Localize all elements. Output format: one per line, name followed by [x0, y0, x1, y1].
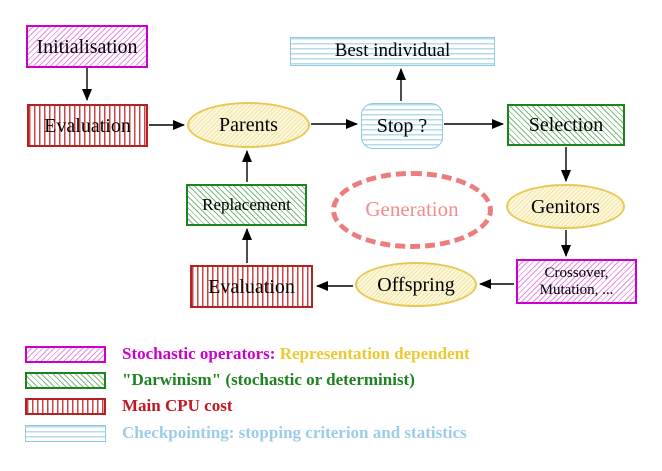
legend-text-stochastic: Stochastic operators: — [122, 344, 276, 363]
node-evaluation-top: Evaluation — [27, 104, 148, 147]
node-evaluation-bottom: Evaluation — [190, 265, 313, 308]
legend-text-representation: Representation dependent — [279, 344, 470, 363]
node-parents: Parents — [187, 102, 310, 148]
legend-swatch-darwinism — [25, 372, 106, 389]
generation-cycle-ellipse: Generation — [331, 171, 493, 249]
node-selection: Selection — [507, 104, 625, 146]
node-genitors: Genitors — [506, 184, 625, 229]
legend-swatch-cpu-cost — [25, 398, 106, 415]
node-stop-test: Stop ? — [361, 103, 443, 149]
legend-label-checkpointing: Checkpointing: stopping criterion and st… — [122, 423, 467, 442]
node-replacement: Replacement — [186, 184, 307, 226]
node-offspring: Offspring — [355, 262, 477, 307]
crossover-line1: Crossover, — [544, 265, 609, 281]
node-best-individual: Best individual — [290, 37, 495, 66]
legend-label-cpu-cost: Main CPU cost — [122, 396, 233, 415]
node-initialisation: Initialisation — [26, 25, 148, 68]
crossover-line2: Mutation, ... — [539, 281, 614, 298]
legend-swatch-stochastic-operators — [25, 346, 106, 363]
node-crossover-mutation: Crossover, Mutation, ... — [516, 259, 637, 304]
legend-label-stochastic-operators: Stochastic operators: Representation dep… — [122, 344, 470, 364]
legend-label-darwinism: "Darwinism" (stochastic or determinist) — [122, 370, 415, 389]
legend-swatch-checkpointing — [25, 425, 106, 442]
